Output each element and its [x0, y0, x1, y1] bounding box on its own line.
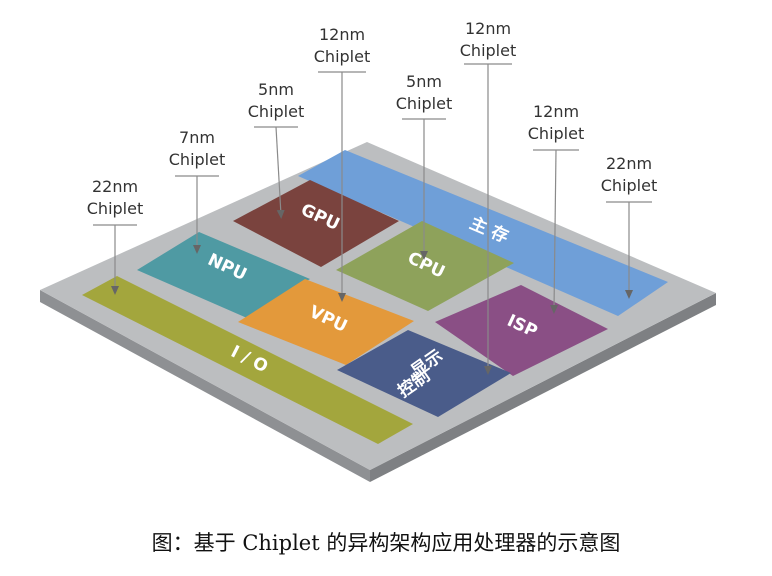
isp-leader-arrow — [550, 149, 559, 314]
cpu-chiplet-label: Chiplet — [396, 94, 452, 113]
vpu-block — [238, 279, 414, 365]
gpu-chiplet-label: Chiplet — [248, 102, 304, 121]
display-node-label: 12nm — [465, 19, 511, 38]
cpu-block — [336, 221, 514, 311]
vpu-chiplet-label: Chiplet — [314, 47, 370, 66]
isp-chiplet-label: Chiplet — [528, 124, 584, 143]
memory-node-label: 22nm — [606, 154, 652, 173]
cpu-node-label: 5nm — [406, 72, 442, 91]
substrate-side-right — [370, 293, 716, 482]
io-chiplet-label: Chiplet — [87, 199, 143, 218]
vpu-node-label: 12nm — [319, 25, 365, 44]
npu-node-label: 7nm — [179, 128, 215, 147]
memory-block — [298, 150, 668, 316]
display-chiplet-label: Chiplet — [460, 41, 516, 60]
npu-block — [137, 232, 310, 318]
gpu-leader-arrow — [275, 126, 285, 219]
npu-chiplet-label: Chiplet — [169, 150, 225, 169]
memory-chiplet-label: Chiplet — [601, 176, 657, 195]
gpu-block — [233, 180, 399, 267]
isp-block — [435, 285, 608, 376]
io-block — [82, 276, 413, 444]
io-node-label: 22nm — [92, 177, 138, 196]
leader-lines — [93, 63, 652, 375]
gpu-node-label: 5nm — [258, 80, 294, 99]
substrate — [40, 142, 716, 470]
isp-node-label: 12nm — [533, 102, 579, 121]
display-control-block — [337, 330, 511, 417]
substrate-side-left — [40, 290, 370, 482]
figure-caption: 图：基于 Chiplet 的异构架构应用处理器的示意图 — [151, 531, 621, 555]
